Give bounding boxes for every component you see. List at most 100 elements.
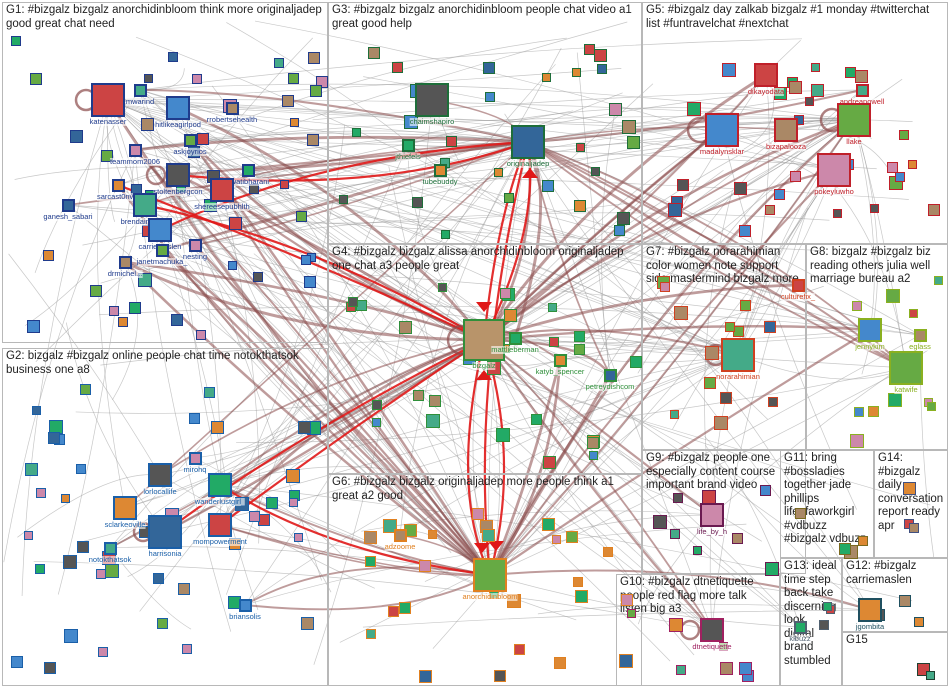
node-thumbnail bbox=[676, 664, 687, 675]
node-thumbnail bbox=[823, 602, 833, 612]
node-shereesepubhlth[interactable] bbox=[210, 178, 234, 202]
node-harrisonia[interactable] bbox=[148, 515, 182, 549]
node-swatibharani[interactable] bbox=[241, 163, 255, 177]
node-thumbnail bbox=[721, 63, 736, 78]
edge-arrowhead bbox=[476, 302, 492, 312]
node-katenasser[interactable] bbox=[91, 83, 125, 117]
node-label: jgombita bbox=[855, 622, 885, 631]
edge bbox=[177, 174, 259, 611]
node-thumbnail bbox=[591, 166, 601, 176]
node-madalynsklar[interactable] bbox=[705, 113, 739, 147]
node-thumbnail bbox=[494, 669, 507, 682]
node-adzoome[interactable] bbox=[393, 528, 407, 542]
node-wanderlustgirl[interactable] bbox=[208, 473, 232, 497]
node-askjoyrios[interactable] bbox=[183, 133, 197, 147]
node-rrobertsehealth[interactable] bbox=[225, 101, 239, 115]
node-thumbnail bbox=[887, 393, 902, 408]
edge-highlight bbox=[117, 183, 485, 341]
node-brendaindallas[interactable] bbox=[133, 193, 157, 217]
node-chaimshapiro[interactable] bbox=[415, 83, 449, 117]
edge bbox=[139, 38, 803, 91]
node-jennykim[interactable] bbox=[858, 318, 882, 342]
node-thumbnail bbox=[927, 203, 940, 216]
node-thumbnail bbox=[504, 309, 518, 323]
edge bbox=[107, 99, 871, 331]
node-label: tubebuddy bbox=[422, 176, 458, 186]
node-ganesh-sabari[interactable] bbox=[61, 198, 75, 212]
node-originaljadep[interactable] bbox=[511, 125, 545, 159]
node-dikayodata[interactable] bbox=[754, 63, 778, 87]
node-bizgalz[interactable] bbox=[463, 319, 505, 361]
node-thumbnail bbox=[589, 450, 599, 460]
node-klbuzz[interactable] bbox=[793, 620, 807, 634]
node-drmiche[interactable] bbox=[118, 255, 132, 269]
node-thumbnail bbox=[429, 394, 442, 407]
node-jgombita[interactable] bbox=[858, 598, 882, 622]
node-dtnetiquette[interactable] bbox=[700, 618, 724, 642]
node-llake[interactable] bbox=[837, 103, 871, 137]
edge bbox=[219, 466, 454, 488]
node-thumbnail bbox=[596, 64, 607, 75]
node-sarcast0nv[interactable] bbox=[111, 178, 125, 192]
node-petreydishcom[interactable] bbox=[603, 368, 617, 382]
node-thumbnail bbox=[852, 300, 863, 311]
node-thumbnail bbox=[573, 330, 585, 342]
node-bizapalooza[interactable] bbox=[774, 118, 798, 142]
node-thumbnail bbox=[399, 601, 412, 614]
node-notokthatsok[interactable] bbox=[103, 541, 117, 555]
node-carriemaslen[interactable] bbox=[148, 218, 172, 242]
node-thumbnail bbox=[44, 661, 57, 674]
node-thumbnail bbox=[549, 336, 560, 347]
node-thumbnail bbox=[419, 560, 432, 573]
node-label: teammom2006 bbox=[109, 156, 161, 166]
node-pokeyluwho[interactable] bbox=[817, 153, 851, 187]
edge-highlight bbox=[159, 140, 529, 231]
node-eglass[interactable] bbox=[913, 328, 927, 342]
node-katwife[interactable] bbox=[889, 351, 923, 385]
node-thumbnail bbox=[626, 609, 636, 619]
node-thumbnail bbox=[339, 195, 349, 205]
node-thumbnail bbox=[371, 417, 381, 427]
node-thumbnail bbox=[170, 314, 183, 327]
node-mompowerment[interactable] bbox=[208, 513, 232, 537]
node-hitlikeagirlpod[interactable] bbox=[166, 96, 190, 120]
node-katyb-spencer[interactable] bbox=[553, 353, 567, 367]
node-thumbnail bbox=[613, 224, 625, 236]
node-thumbnail bbox=[552, 535, 562, 545]
node-thumbnail bbox=[307, 51, 320, 64]
node-janetmachuka[interactable] bbox=[155, 243, 169, 257]
node-andreapowell[interactable] bbox=[855, 83, 869, 97]
node-jthiefels[interactable] bbox=[401, 138, 415, 152]
node-thumbnail bbox=[293, 533, 303, 543]
edge bbox=[489, 354, 739, 576]
node-teammom2006[interactable] bbox=[128, 143, 142, 157]
group-panel-g1: G1: #bizgalz bizgalz anorchidinbloom thi… bbox=[2, 2, 328, 343]
node-mattlieberman[interactable] bbox=[508, 331, 522, 345]
node-briansolis[interactable] bbox=[238, 598, 252, 612]
node-thumbnail bbox=[298, 421, 312, 435]
node-thumbnail bbox=[542, 73, 552, 83]
node-lorlocallife[interactable] bbox=[148, 463, 172, 487]
node-culturefix[interactable] bbox=[791, 278, 805, 292]
group-panel-g12: G12: #bizgalz carriemaslen bbox=[842, 558, 948, 632]
node-nesting[interactable] bbox=[188, 238, 202, 252]
node-thumbnail bbox=[301, 254, 312, 265]
node-thumbnail bbox=[620, 593, 633, 606]
node-norarahimian[interactable] bbox=[721, 338, 755, 372]
node-tubebuddy[interactable] bbox=[433, 163, 447, 177]
node-thumbnail bbox=[36, 488, 47, 499]
node-sclarkeoville[interactable] bbox=[113, 496, 137, 520]
edge bbox=[399, 354, 739, 536]
node-mirohq[interactable] bbox=[188, 451, 202, 465]
node-life-by-h[interactable] bbox=[700, 503, 724, 527]
node-thumbnail bbox=[676, 179, 689, 191]
edge bbox=[8, 253, 161, 476]
node-thumbnail bbox=[418, 669, 432, 683]
node-thumbnail bbox=[765, 205, 776, 216]
node-anorchidinbloom[interactable] bbox=[473, 558, 507, 592]
node-thumbnail bbox=[789, 80, 803, 94]
node-stoltenbergcon[interactable] bbox=[166, 163, 190, 187]
node-thumbnail bbox=[77, 540, 90, 553]
node-mwarind[interactable] bbox=[133, 83, 147, 97]
edge bbox=[219, 484, 347, 560]
